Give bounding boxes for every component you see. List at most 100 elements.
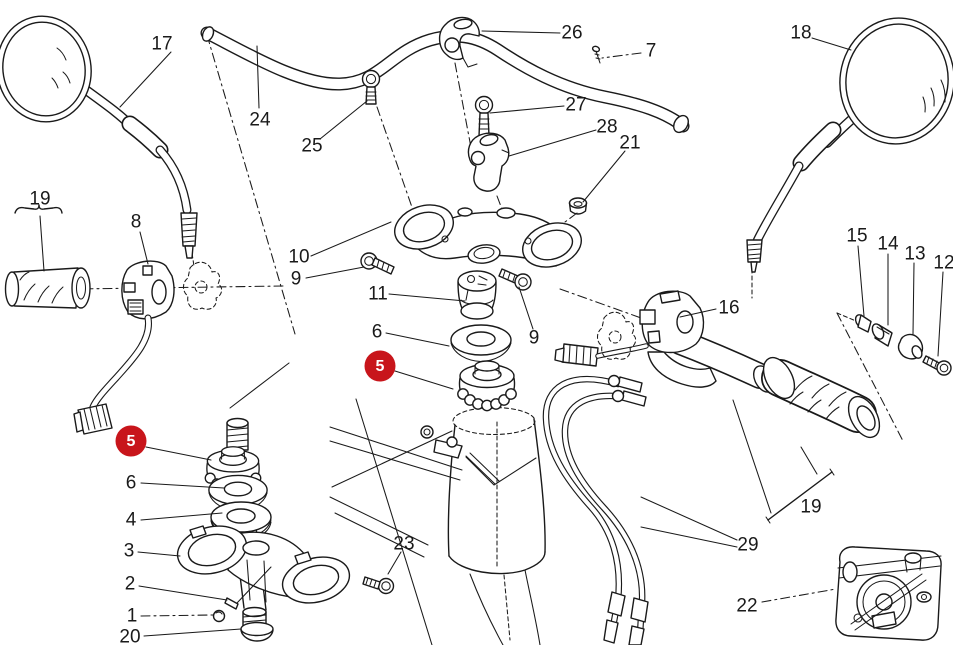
leader-line-9-15 xyxy=(518,286,534,330)
leader-line-10-11 xyxy=(310,221,392,257)
bolt-12-head xyxy=(936,360,952,376)
nut-20-flange xyxy=(240,621,274,637)
stem-top xyxy=(226,417,249,429)
frame-edge-line xyxy=(355,398,433,645)
bottom-clamp-stem-boss xyxy=(242,540,270,556)
leader-line-16-21 xyxy=(679,308,717,318)
callout-number-17-0[interactable]: 17 xyxy=(151,34,172,55)
frame-spar xyxy=(329,496,429,546)
callout-number-22-32[interactable]: 22 xyxy=(736,596,757,617)
callout-number-12-20[interactable]: 12 xyxy=(933,253,953,274)
callout-number-9-12[interactable]: 9 xyxy=(291,269,302,290)
leader-line-13-19 xyxy=(912,262,915,335)
throttle-control-box-22 xyxy=(835,546,942,641)
callout-number-19-30[interactable]: 19 xyxy=(800,497,821,518)
leader-line-22-32 xyxy=(761,588,837,603)
throttle-cable xyxy=(561,392,646,638)
callout-number-19-9[interactable]: 19 xyxy=(29,189,50,210)
group-brackets xyxy=(14,204,835,524)
frame-head-tube xyxy=(329,406,546,645)
callout-number-16-21[interactable]: 16 xyxy=(718,298,739,319)
cable-guide-bolt xyxy=(446,436,458,448)
leader-line-28-6 xyxy=(508,129,597,157)
callout-number-29-31[interactable]: 29 xyxy=(737,535,758,556)
construction-line xyxy=(376,106,415,214)
throttle-cables xyxy=(542,376,649,645)
part-15-body xyxy=(857,314,872,333)
leader-line-2-26 xyxy=(138,585,228,601)
bolt-25-socket xyxy=(365,73,377,85)
leader-line-7-4 xyxy=(601,52,642,59)
callout-number-21-7[interactable]: 21 xyxy=(619,133,640,154)
construction-line xyxy=(454,62,474,159)
switch-16-button xyxy=(647,330,661,344)
part-11-bottom xyxy=(460,302,494,320)
mirror-stem-thread xyxy=(180,212,198,247)
callout-number-13-19[interactable]: 13 xyxy=(904,244,925,265)
callout-number-18-8[interactable]: 18 xyxy=(790,23,811,44)
callout-number-24-1[interactable]: 24 xyxy=(249,110,271,131)
bracket-19-right xyxy=(767,471,833,521)
callout-number-6-23[interactable]: 6 xyxy=(126,473,137,494)
bottom-clamp-pinch-tab xyxy=(294,551,312,565)
callout-number-3-25[interactable]: 3 xyxy=(124,541,135,562)
pin-2-pointer xyxy=(236,566,272,604)
part-13-end xyxy=(911,345,923,359)
handlebar-riser-28 xyxy=(467,132,510,192)
callout-number-14-18[interactable]: 14 xyxy=(877,234,899,255)
cable-guide-bolt-socket xyxy=(423,428,431,436)
frame-gusset xyxy=(465,456,537,486)
highlight-badge-5-16[interactable] xyxy=(364,350,396,382)
pin-2 xyxy=(224,597,239,610)
callout-number-15-17[interactable]: 15 xyxy=(846,226,867,247)
callout-number-27-5[interactable]: 27 xyxy=(565,95,586,116)
switch-8-bar-hole xyxy=(151,279,167,305)
callout-number-25-2[interactable]: 25 xyxy=(301,136,322,157)
callout-number-8-10[interactable]: 8 xyxy=(131,212,142,233)
leader-line-21-7 xyxy=(582,150,626,203)
leader-line-1-27 xyxy=(140,614,214,617)
highlight-badge-5-22[interactable] xyxy=(115,425,147,457)
callout-number-4-24[interactable]: 4 xyxy=(126,510,137,531)
construction-line xyxy=(836,312,904,442)
head-tube-opening xyxy=(452,406,536,436)
callout-number-9-15[interactable]: 9 xyxy=(529,328,540,349)
switch-16-button xyxy=(639,309,656,325)
callout-number-2-26[interactable]: 2 xyxy=(125,574,136,595)
callout-number-26-3[interactable]: 26 xyxy=(561,23,582,44)
callout-number-7-4[interactable]: 7 xyxy=(646,41,657,62)
part-14-end xyxy=(871,323,885,340)
leader-line-17-0 xyxy=(119,51,172,108)
part-21-hole xyxy=(573,201,583,207)
box-22-boss xyxy=(904,552,922,564)
bracket-19-left xyxy=(14,204,63,214)
cable-end-fitting xyxy=(603,619,619,644)
callout-number-20-28[interactable]: 20 xyxy=(119,627,140,645)
connector-nose xyxy=(73,411,84,433)
grip-19-right-flange xyxy=(762,356,796,400)
callout-number-5-22[interactable]: 5 xyxy=(127,433,136,450)
mirror-glass-right xyxy=(839,17,953,145)
switch-8-button xyxy=(142,265,153,276)
throttle-bracket xyxy=(647,351,717,388)
callout-number-28-6[interactable]: 28 xyxy=(596,117,617,138)
callout-number-11-13[interactable]: 11 xyxy=(368,284,388,305)
callout-number-10-11[interactable]: 10 xyxy=(288,247,309,268)
part-11-top xyxy=(457,270,497,292)
part-14-slot xyxy=(876,324,892,335)
cable-end-fitting xyxy=(628,625,645,645)
callout-number-5-16[interactable]: 5 xyxy=(376,358,385,375)
connector-nose xyxy=(554,347,565,363)
callout-number-23-29[interactable]: 23 xyxy=(393,534,414,555)
leader-line-26-3 xyxy=(481,30,561,34)
callout-number-1-27[interactable]: 1 xyxy=(127,606,138,627)
callout-number-6-14[interactable]: 6 xyxy=(372,322,383,343)
right-controls xyxy=(554,290,952,439)
bolt-25-head xyxy=(361,69,381,89)
grip-19-end xyxy=(4,271,20,307)
riser-28-side-hole xyxy=(470,150,486,166)
bolt-23-head xyxy=(377,577,395,595)
